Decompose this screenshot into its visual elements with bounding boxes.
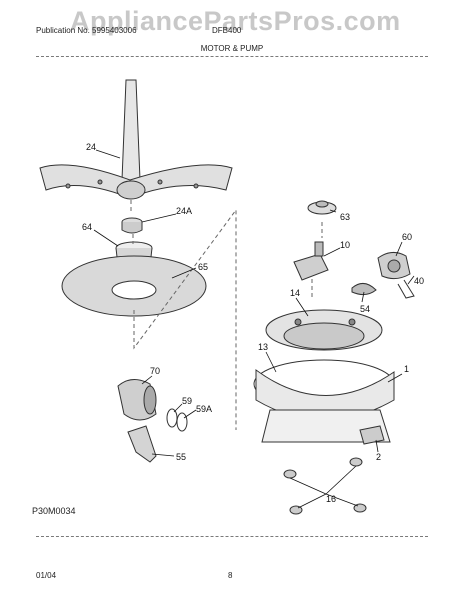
drain-pump-part bbox=[377, 252, 415, 299]
callout-40: 40 bbox=[414, 276, 424, 286]
callout-70: 70 bbox=[150, 366, 160, 376]
callout-59: 59 bbox=[182, 396, 192, 406]
section-title: MOTOR & PUMP bbox=[200, 44, 264, 53]
callout-14: 14 bbox=[290, 288, 300, 298]
callout-64: 64 bbox=[82, 222, 92, 232]
footer-rule bbox=[36, 536, 428, 537]
seal-part-a bbox=[176, 412, 188, 432]
valve-part bbox=[293, 241, 329, 281]
callout-16: 16 bbox=[326, 494, 336, 504]
callout-10: 10 bbox=[340, 240, 350, 250]
publication-number: Publication No. 5995403006 bbox=[36, 26, 137, 35]
callout-1: 1 bbox=[404, 364, 409, 374]
leader-lines bbox=[93, 149, 415, 509]
callout-59a: 59A bbox=[196, 404, 212, 414]
page-number: 8 bbox=[228, 571, 233, 580]
spray-arm-part bbox=[39, 79, 233, 200]
clip-part bbox=[359, 425, 385, 445]
sump-assembly-part bbox=[265, 309, 383, 351]
callout-63: 63 bbox=[340, 212, 350, 222]
watermark: AppliancePartsPros.com bbox=[70, 6, 401, 36]
nut-part bbox=[121, 217, 143, 234]
callout-55: 55 bbox=[176, 452, 186, 462]
header-rule bbox=[36, 56, 428, 57]
diagram-code: P30M0034 bbox=[32, 506, 76, 516]
model-number: DFB400 bbox=[212, 26, 242, 35]
wash-arm-mount-part bbox=[307, 200, 337, 215]
motor-bracket-part bbox=[127, 425, 157, 463]
assembly-guides bbox=[130, 200, 323, 430]
seal-part bbox=[166, 408, 178, 428]
filter-screen-part bbox=[61, 255, 207, 317]
footer-date: 01/04 bbox=[36, 571, 57, 580]
base-assembly-part bbox=[253, 359, 395, 443]
callout-65: 65 bbox=[198, 262, 208, 272]
motor-part bbox=[117, 379, 157, 421]
drain-hose-part bbox=[351, 283, 377, 296]
callout-24: 24 bbox=[86, 142, 96, 152]
callout-54: 54 bbox=[360, 304, 370, 314]
screw-parts bbox=[283, 457, 367, 515]
callout-2: 2 bbox=[376, 452, 381, 462]
callout-13: 13 bbox=[258, 342, 268, 352]
callout-60: 60 bbox=[402, 232, 412, 242]
callout-24a: 24A bbox=[176, 206, 192, 216]
